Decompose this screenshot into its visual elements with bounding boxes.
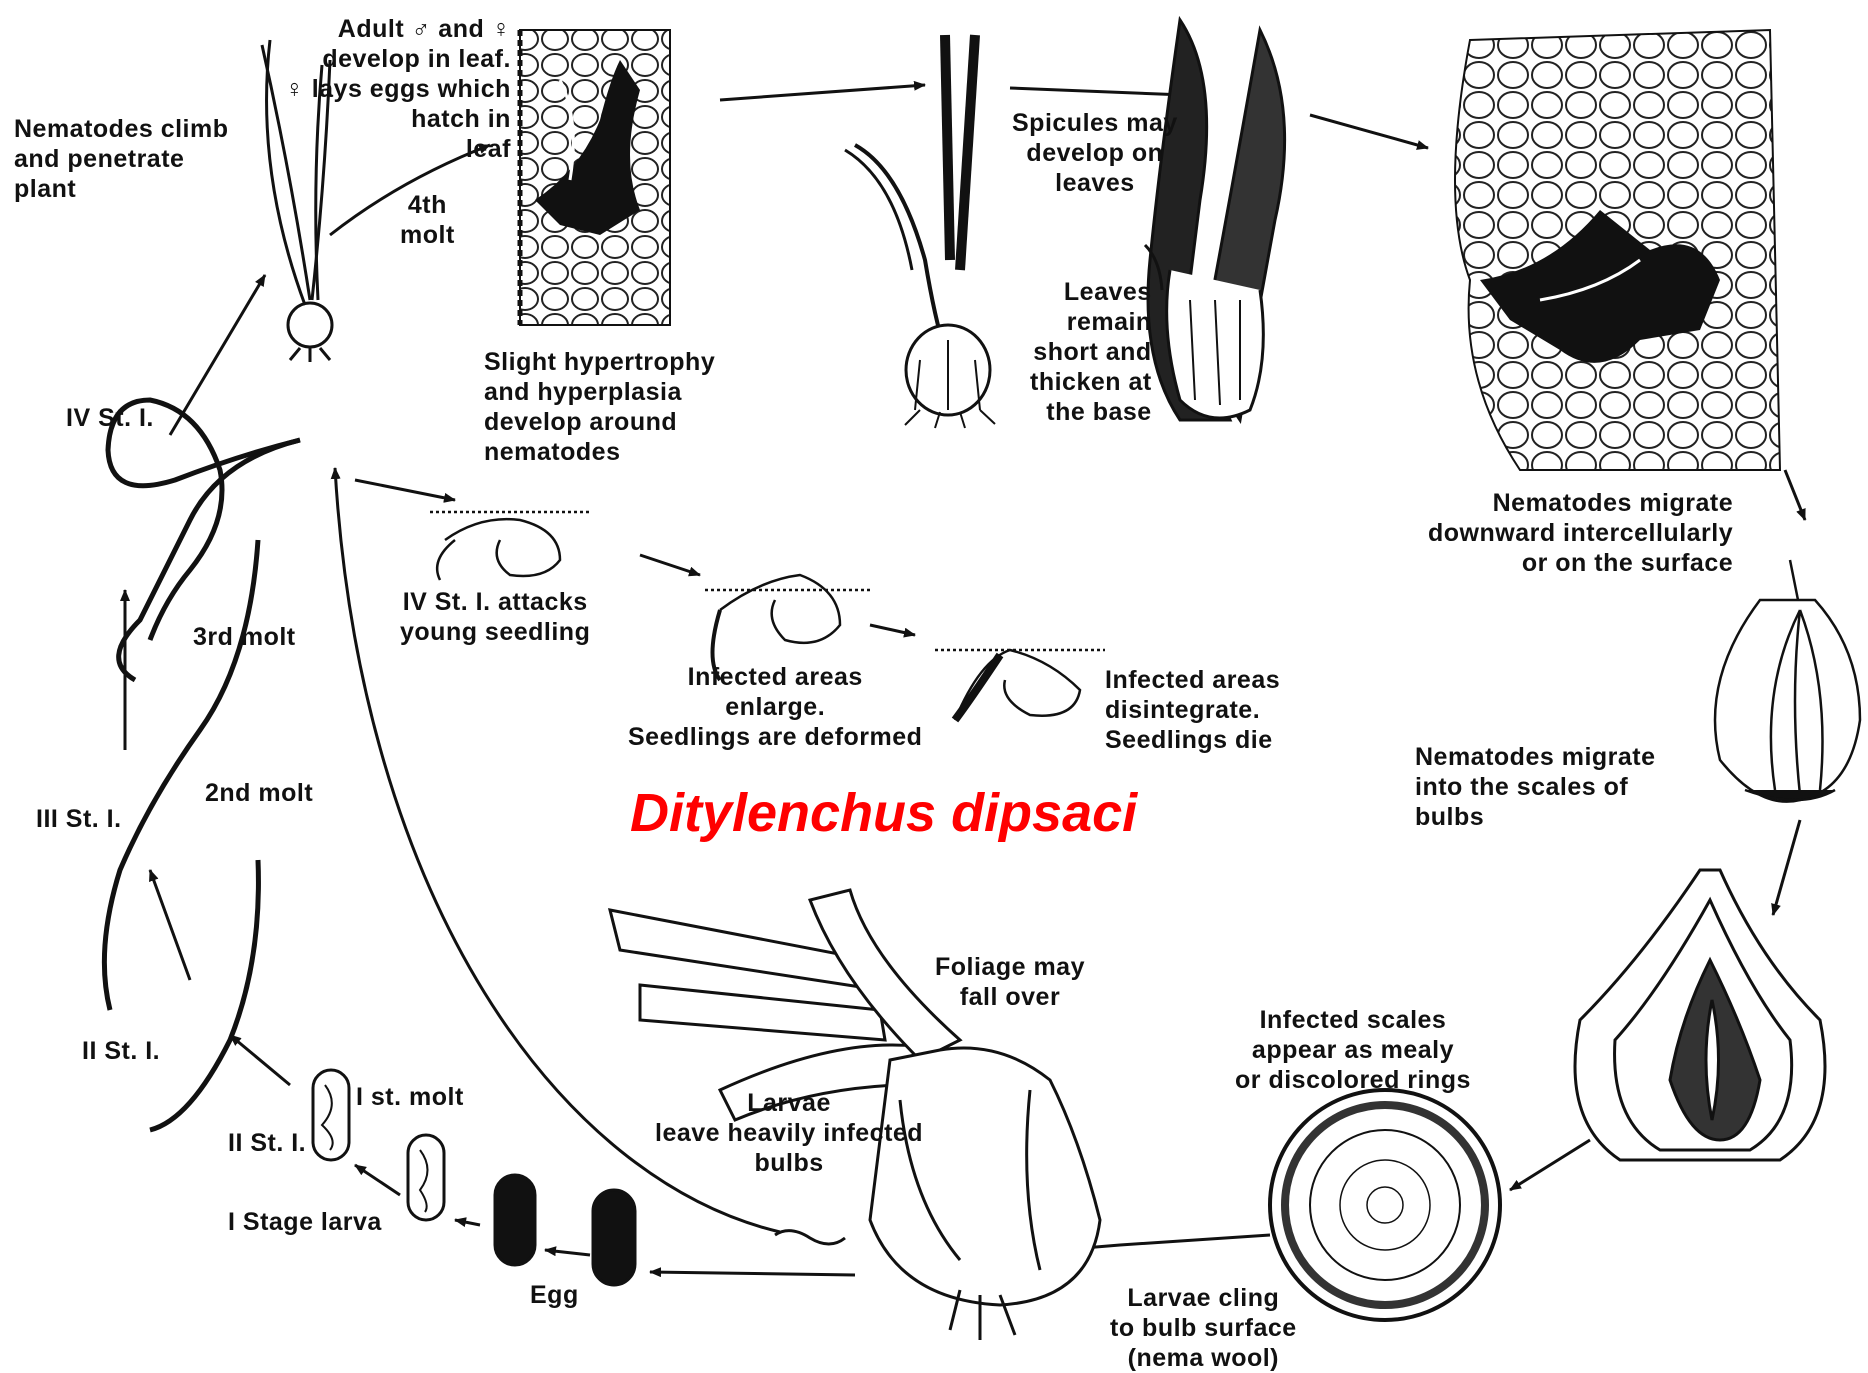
label-nematodes-climb: Nematodes climb and penetrate plant — [14, 114, 229, 204]
label-second-molt: 2nd molt — [205, 778, 313, 808]
label-leaves-remain-short: Leaves remain short and thicken at the b… — [1030, 277, 1152, 427]
arrow-stage4-to-plant — [170, 275, 265, 435]
label-migrate-scales: Nematodes migrate into the scales of bul… — [1415, 742, 1656, 832]
diagram-title: Ditylenchus dipsaci — [630, 782, 1137, 844]
label-hypertrophy: Slight hypertrophy and hyperplasia devel… — [484, 347, 715, 467]
label-fourth-stage: IV St. I. — [66, 403, 154, 433]
label-fourth-molt: 4th molt — [400, 190, 455, 250]
infected-ring-drawing — [1270, 1090, 1500, 1320]
label-attacks-seedling: IV St. I. attacks young seedling — [400, 587, 590, 647]
arrow-cells-down — [1785, 470, 1805, 520]
bulb-whole-drawing — [1715, 560, 1860, 802]
arrow-larva-to-molt — [355, 1165, 400, 1195]
larva-leaving-drawing — [775, 1231, 845, 1244]
onion-plant-drawing — [845, 35, 995, 428]
label-second-stage-small: II St. I. — [228, 1128, 306, 1158]
arrow-onion-to-thick — [1010, 88, 1185, 95]
arrow-bulb-down — [1773, 820, 1800, 915]
label-egg: Egg — [530, 1280, 579, 1310]
label-infected-scales: Infected scales appear as mealy or disco… — [1235, 1005, 1471, 1095]
stem-tissue-drawing — [1455, 30, 1780, 470]
label-second-stage: II St. I. — [82, 1036, 160, 1066]
arrow-seedling2-to-3 — [870, 625, 915, 635]
label-first-stage-larva: I Stage larva — [228, 1207, 382, 1237]
label-third-stage: III St. I. — [36, 804, 122, 834]
label-spicules: Spicules may develop on leaves — [1012, 108, 1178, 198]
label-foliage-fall: Foliage may fall over — [935, 952, 1085, 1012]
arrow-molt-to-stage2 — [230, 1035, 290, 1085]
infected-onion-drawing — [1145, 20, 1285, 420]
arrow-stage4-to-seedling — [355, 480, 455, 500]
bulb-cut-drawing — [1575, 870, 1825, 1160]
label-areas-enlarge: Infected areas enlarge. Seedlings are de… — [628, 662, 922, 752]
larvae-drawing — [104, 400, 300, 1130]
label-larvae-cling: Larvae cling to bulb surface (nema wool) — [1110, 1283, 1297, 1373]
label-areas-disintegrate: Infected areas disintegrate. Seedlings d… — [1105, 665, 1280, 755]
arrow-seedling1-to-2 — [640, 555, 700, 575]
label-larvae-leave-bulbs: Larvae leave heavily infected bulbs — [655, 1088, 923, 1178]
arrow-thick-to-cells — [1310, 115, 1428, 148]
arrow-egg-to-larva — [455, 1220, 480, 1225]
label-third-molt: 3rd molt — [193, 622, 296, 652]
arrow-egg-to-egg — [545, 1250, 590, 1255]
leaf-tissue-drawing — [520, 30, 670, 325]
arrow-garlic-to-egg — [650, 1272, 855, 1275]
label-first-molt: I st. molt — [356, 1082, 464, 1112]
label-migrate-downward: Nematodes migrate downward intercellular… — [1428, 488, 1733, 578]
arrow-bulb-to-ring — [1510, 1140, 1590, 1190]
label-adult-develop: Adult ♂ and ♀ develop in leaf. ♀ lays eg… — [285, 14, 511, 164]
arrow-leaf-to-onion — [720, 85, 925, 100]
arrow-stage2-to-stage3 — [150, 870, 190, 980]
